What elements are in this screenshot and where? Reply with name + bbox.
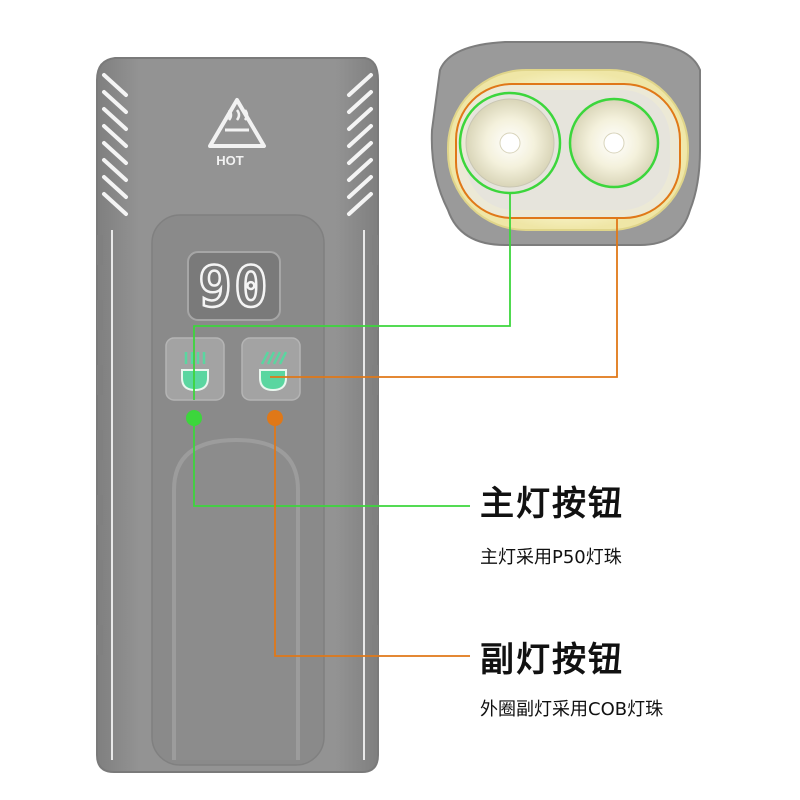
main-light-button[interactable] — [165, 337, 225, 401]
hot-warning-icon: HOT — [208, 98, 266, 168]
aux-button-callout: 副灯按钮 外圈副灯采用COB灯珠 — [480, 640, 663, 720]
aux-button-desc: 外圈副灯采用COB灯珠 — [480, 699, 664, 720]
main-light-icon — [181, 352, 209, 392]
hot-label: HOT — [216, 153, 244, 168]
aux-button-title: 副灯按钮 — [480, 640, 624, 680]
lamp-head — [430, 41, 701, 246]
aux-light-button[interactable] — [241, 337, 301, 401]
main-button-title: 主灯按钮 — [480, 484, 624, 524]
main-leader-line — [186, 193, 511, 507]
main-button-callout: 主灯按钮 主灯采用P50灯珠 — [480, 484, 624, 568]
aux-leader-line — [267, 218, 618, 657]
digital-display: 90 — [187, 251, 281, 321]
display-value: 90 — [198, 255, 269, 320]
main-button-desc: 主灯采用P50灯珠 — [480, 547, 622, 568]
main-led-outline-right — [568, 97, 660, 189]
body-groove — [172, 437, 300, 760]
aux-light-icon — [259, 351, 288, 392]
